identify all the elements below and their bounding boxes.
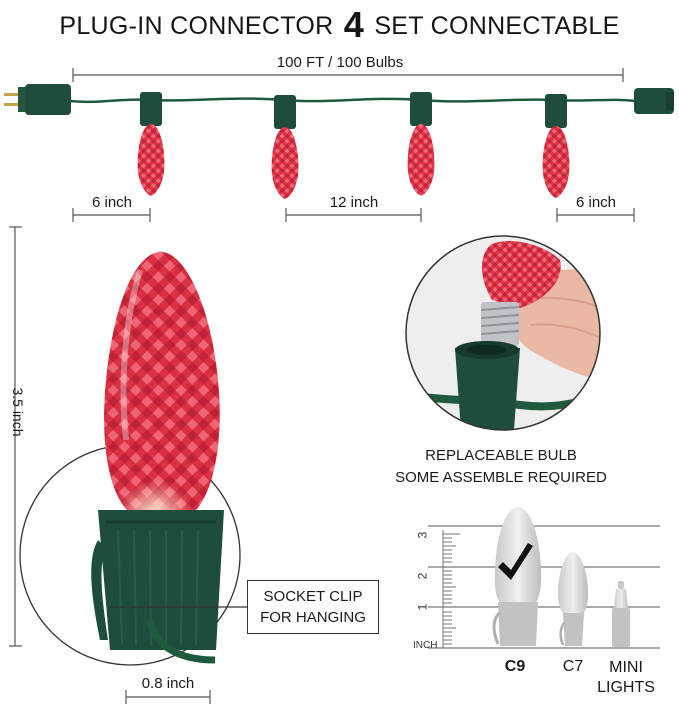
base-width-dimension-line: [125, 690, 211, 704]
mini-lights-silhouette: [612, 581, 630, 647]
c7-silhouette: [558, 552, 588, 646]
title-suffix: SET CONNECTABLE: [374, 12, 620, 40]
page-title: PLUG-IN CONNECTOR 4 SET CONNECTABLE: [0, 4, 679, 46]
ruler-unit-label: INCH: [413, 640, 438, 651]
title-number: 4: [343, 4, 365, 45]
ruler-tick-1: 1: [415, 603, 430, 611]
replaceable-line2: SOME ASSEMBLE REQUIRED: [395, 469, 607, 486]
ruler-tick-3: 3: [415, 531, 430, 539]
male-plug-icon: [4, 84, 71, 115]
replaceable-caption: REPLACEABLE BULB SOME ASSEMBLE REQUIRED: [370, 445, 632, 489]
base-width-label: 0.8 inch: [141, 675, 195, 692]
socket-clip-line1: SOCKET CLIP: [263, 588, 363, 605]
bulb-spacing-label: 12 inch: [329, 194, 379, 211]
large-c9-bulb: [104, 251, 220, 510]
height-dimension-line: [9, 226, 22, 647]
size-comparison-chart: [428, 507, 660, 649]
title-prefix: PLUG-IN CONNECTOR: [59, 12, 334, 40]
spacing-dimension-lines: [72, 208, 635, 222]
right-end-spacing-label: 6 inch: [575, 194, 617, 211]
replaceable-line1: REPLACEABLE BULB: [425, 447, 577, 464]
bulb-height-label: 3.5 inch: [10, 387, 26, 437]
strand-bulb: [137, 92, 165, 196]
strand-bulb: [542, 94, 570, 198]
checkmark-icon: [498, 543, 533, 580]
c9-silhouette: [492, 507, 542, 646]
large-socket: [91, 510, 224, 664]
left-end-spacing-label: 6 inch: [91, 194, 133, 211]
socket-clip-callout: SOCKET CLIP FOR HANGING: [247, 580, 379, 634]
mini-lights-label: MINI LIGHTS: [597, 659, 655, 696]
socket-clip-line2: FOR HANGING: [260, 609, 366, 626]
strand-bulb: [271, 95, 299, 199]
strand-bulb: [407, 92, 435, 196]
c7-label: C7: [562, 658, 584, 675]
ruler-tick-2: 2: [415, 572, 430, 580]
replaceable-bulb-photo: [405, 235, 601, 431]
female-plug-icon: [634, 88, 674, 114]
c9-label: C9: [504, 658, 526, 675]
length-dimension-line: [72, 68, 624, 82]
strand-length-label: 100 FT / 100 Bulbs: [276, 54, 404, 71]
